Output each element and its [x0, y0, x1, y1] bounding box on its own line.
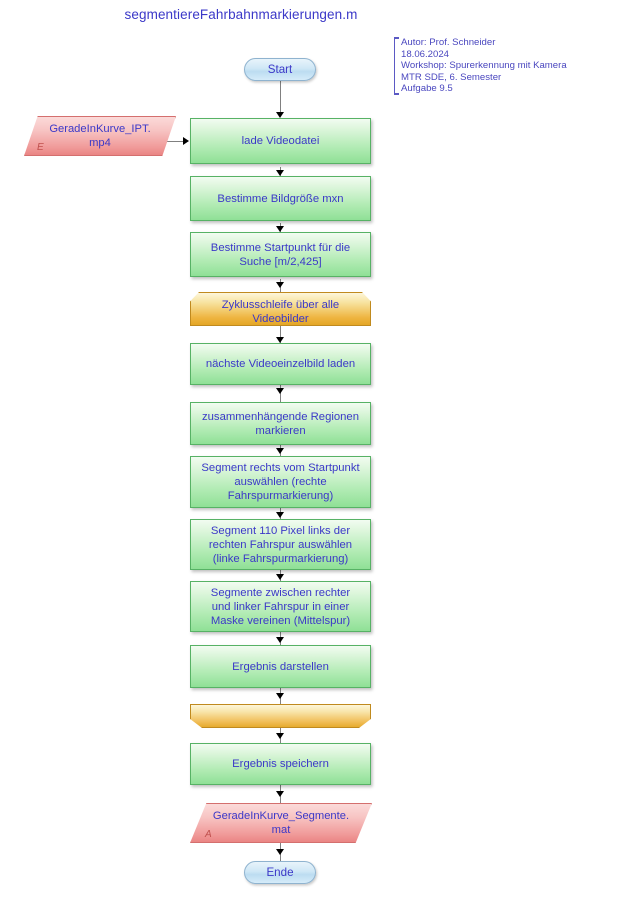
arrowhead-loop-end	[275, 693, 284, 699]
node-input-file-label: GeradeInKurve_IPT. mp4	[49, 123, 151, 149]
page-title: segmentiereFahrbahnmarkierungen.m	[124, 7, 358, 22]
note-line-course: MTR SDE, 6. Semester	[401, 71, 502, 83]
connector-loopend-to-save	[280, 728, 281, 750]
arrowhead-left-segment	[275, 512, 284, 518]
node-start-point-label: Bestimme Startpunkt für die Suche [m/2,4…	[210, 241, 351, 268]
node-loop-end[interactable]	[190, 704, 371, 728]
node-left-segment-label: Segment 110 Pixel links der rechten Fahr…	[208, 524, 353, 565]
connector-middle-to-result	[280, 632, 281, 656]
note-line-task: Aufgabe 9.5	[401, 83, 453, 95]
node-show-result-label: Ergebnis darstellen	[232, 660, 329, 673]
note-line-author: Autor: Prof. Schneider	[401, 37, 496, 48]
node-next-frame-label: nächste Videoeinzelbild laden	[205, 358, 356, 370]
node-end-label: Ende	[266, 865, 294, 879]
node-output-file[interactable]: GeradeInKurve_Segmente. mat A	[190, 803, 372, 843]
node-loop-start-label: Zyklusschleife über alle Videobilder	[221, 298, 340, 325]
node-show-result[interactable]: Ergebnis darstellen	[190, 645, 371, 688]
output-marker-a: A	[205, 829, 212, 840]
node-middle-segment[interactable]: Segmente zwischen rechter und linker Fah…	[190, 581, 371, 632]
node-output-file-label: GeradeInKurve_Segmente. mat	[212, 810, 350, 836]
node-start-label: Start	[267, 62, 293, 76]
node-next-frame[interactable]: nächste Videoeinzelbild laden	[190, 343, 371, 385]
node-right-segment[interactable]: Segment rechts vom Startpunkt auswählen …	[190, 456, 371, 508]
node-image-size[interactable]: Bestimme Bildgröße mxn	[190, 176, 371, 221]
input-marker-e: E	[37, 142, 44, 153]
arrowhead-right-segment	[275, 448, 284, 454]
node-end[interactable]: Ende	[244, 861, 316, 884]
node-save-result-label: Ergebnis speichern	[232, 758, 329, 770]
node-load-video-label: lade Videodatei	[241, 135, 320, 147]
arrowhead-load-video-left	[183, 136, 189, 145]
arrowhead-output-file	[275, 791, 284, 797]
connector-result-to-loopend	[280, 688, 281, 710]
arrowhead-show-result	[275, 637, 284, 643]
node-left-segment[interactable]: Segment 110 Pixel links der rechten Fahr…	[190, 519, 371, 570]
connector-input-to-load	[152, 141, 186, 142]
arrowhead-end	[275, 849, 284, 855]
node-loop-start[interactable]: Zyklusschleife über alle Videobilder	[190, 292, 371, 326]
annotation-note: Autor: Prof. Schneider 18.06.2024 Worksh…	[394, 37, 567, 95]
note-line-date: 18.06.2024	[401, 48, 450, 60]
note-line-workshop: Workshop: Spurerkennung mit Kamera	[401, 60, 567, 72]
node-image-size-label: Bestimme Bildgröße mxn	[217, 192, 344, 205]
arrowhead-middle-segment	[275, 574, 284, 580]
arrowhead-save-result	[275, 733, 284, 739]
arrowhead-next-frame	[275, 337, 284, 343]
node-load-video[interactable]: lade Videodatei	[190, 118, 371, 164]
node-save-result[interactable]: Ergebnis speichern	[190, 743, 371, 785]
connector-start-to-load	[280, 81, 281, 114]
node-input-file[interactable]: GeradeInKurve_IPT. mp4 E	[24, 116, 176, 156]
node-start[interactable]: Start	[244, 58, 316, 81]
arrowhead-start-point	[275, 226, 284, 232]
connector-startpoint-to-loop	[280, 279, 281, 304]
arrowhead-mark-regions	[275, 388, 284, 394]
node-middle-segment-label: Segmente zwischen rechter und linker Fah…	[210, 586, 351, 627]
node-start-point[interactable]: Bestimme Startpunkt für die Suche [m/2,4…	[190, 232, 371, 277]
node-mark-regions[interactable]: zusammenhängende Regionen markieren	[190, 402, 371, 445]
connector-frame-to-regions	[280, 385, 281, 410]
arrowhead-load-video	[275, 112, 284, 118]
arrowhead-loop-start	[275, 282, 284, 288]
arrowhead-image-size	[275, 170, 284, 176]
node-mark-regions-label: zusammenhängende Regionen markieren	[201, 410, 359, 437]
node-right-segment-label: Segment rechts vom Startpunkt auswählen …	[201, 462, 360, 502]
